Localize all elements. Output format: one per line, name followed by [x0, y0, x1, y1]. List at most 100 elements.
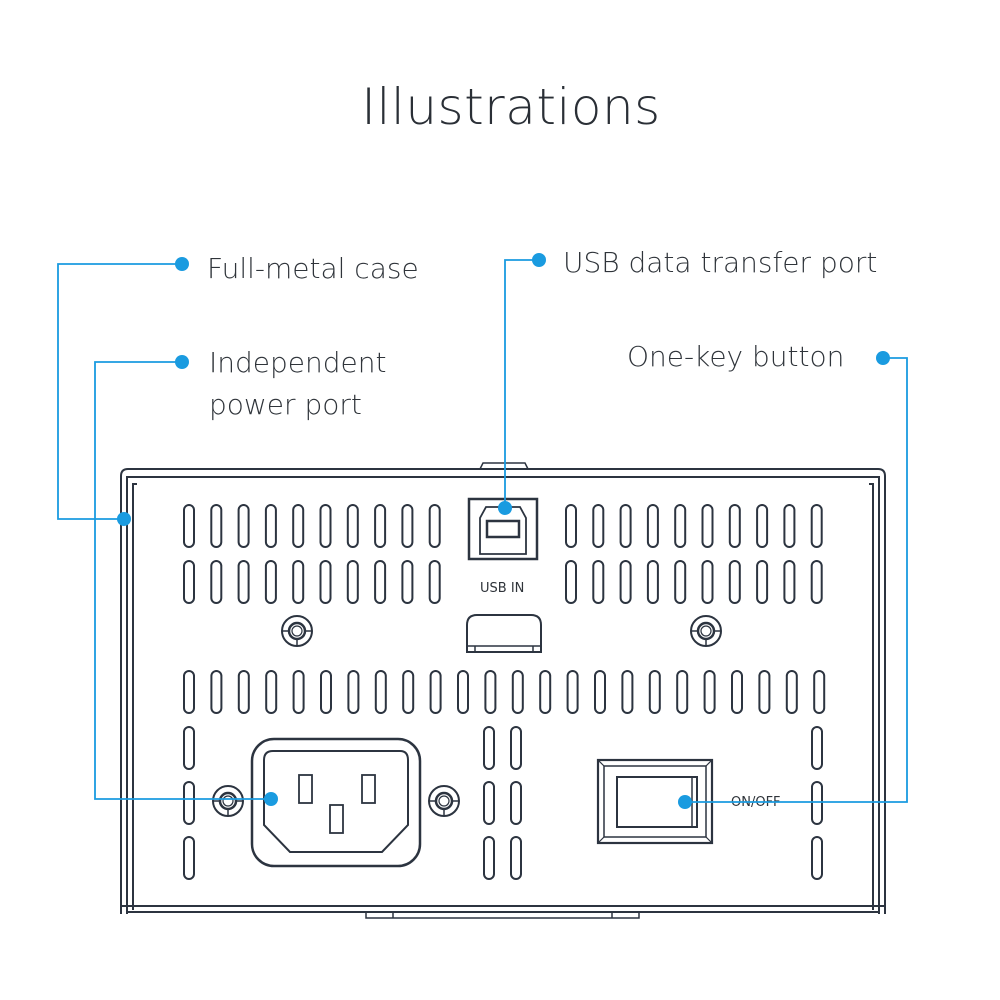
- callout-label-full-metal-case: Full-metal case: [207, 252, 419, 285]
- vent-slot: [374, 670, 387, 714]
- vent-slot: [728, 560, 741, 604]
- vent-slot: [210, 560, 223, 604]
- vent-slot: [674, 504, 687, 548]
- case-bottom-foot: [365, 912, 640, 919]
- case-outer-frame: [120, 468, 886, 914]
- vent-slot: [811, 726, 823, 770]
- vent-slot: [728, 504, 741, 548]
- screw-icon: [281, 615, 313, 647]
- vent-slot: [813, 670, 826, 714]
- callout-label-independent-power-port: Independent power port: [209, 342, 386, 426]
- vent-slot: [783, 560, 796, 604]
- vent-slot: [320, 670, 332, 714]
- vent-slot: [346, 560, 359, 604]
- vent-slot: [183, 504, 195, 548]
- case-top-clip: [479, 462, 529, 470]
- screw-icon: [428, 785, 460, 817]
- vent-slot: [237, 560, 250, 604]
- vent-slot: [292, 504, 305, 548]
- callout-label-line2: power port: [209, 388, 362, 421]
- vent-slot: [401, 504, 414, 548]
- screw-icon: [690, 615, 722, 647]
- usb-cover-tab: [466, 614, 542, 653]
- vent-slot: [183, 781, 195, 825]
- vent-slot: [347, 670, 360, 714]
- vent-slot: [539, 670, 552, 714]
- vent-slot: [401, 560, 414, 604]
- vent-slot: [783, 504, 796, 548]
- vent-slot: [594, 670, 606, 714]
- vent-slot: [810, 504, 823, 548]
- vent-slot: [731, 670, 743, 714]
- vent-slot: [292, 560, 305, 604]
- vent-slot: [646, 560, 659, 604]
- vent-slot: [565, 504, 577, 548]
- vent-slot: [483, 781, 495, 825]
- leader-line-independent-power-port: [94, 361, 271, 800]
- vent-slot: [566, 670, 579, 714]
- vent-slot: [183, 836, 195, 880]
- iec-power-inlet: [250, 737, 422, 868]
- vent-slot: [292, 670, 305, 714]
- vent-slot: [756, 560, 769, 604]
- vent-slot: [483, 836, 495, 880]
- vent-slot: [319, 560, 332, 604]
- case-inner-frame: [126, 476, 880, 914]
- vent-slot: [264, 504, 277, 548]
- callout-dot-independent-power-port: [175, 355, 189, 369]
- vent-slot: [703, 670, 716, 714]
- vent-slot: [565, 560, 577, 604]
- vent-slot: [510, 726, 522, 770]
- leader-line-usb-data-transfer-port: [504, 259, 539, 508]
- vent-slot: [210, 504, 223, 548]
- vent-slot: [621, 670, 634, 714]
- vent-slot: [701, 504, 714, 548]
- callout-dot-power-inlet-target: [264, 792, 278, 806]
- vent-slot: [785, 670, 798, 714]
- vent-slot: [265, 670, 278, 714]
- usb-b-port: [467, 497, 539, 561]
- vent-slot: [592, 560, 605, 604]
- vent-slot: [210, 670, 223, 714]
- vent-slot: [374, 504, 387, 548]
- vent-slot: [483, 726, 495, 770]
- case-inner-lip: [132, 483, 874, 910]
- callout-dot-usb-target: [498, 501, 512, 515]
- vent-slot: [374, 560, 387, 604]
- vent-slot: [319, 504, 332, 548]
- callout-dot-case-target: [117, 512, 131, 526]
- vent-slot: [183, 560, 195, 604]
- vent-slot: [183, 726, 195, 770]
- vent-slot: [484, 670, 497, 714]
- vent-slot: [183, 670, 195, 714]
- usb-in-label: USB IN: [480, 581, 524, 596]
- callout-label-one-key-button: One-key button: [627, 340, 845, 373]
- vent-slot: [237, 670, 250, 714]
- vent-slot: [428, 560, 441, 604]
- callout-dot-switch-target: [678, 795, 692, 809]
- vent-slot: [811, 781, 823, 825]
- vent-slot: [648, 670, 661, 714]
- vent-slot: [758, 670, 771, 714]
- vent-slot: [619, 504, 632, 548]
- callout-dot-full-metal-case: [175, 257, 189, 271]
- vent-slot: [646, 504, 659, 548]
- vent-slot: [810, 560, 823, 604]
- vent-slot: [511, 670, 524, 714]
- vent-slot: [674, 560, 687, 604]
- vent-slot: [756, 504, 769, 548]
- vent-slot: [346, 504, 359, 548]
- page-title: Illustrations: [361, 78, 661, 136]
- screw-icon: [212, 785, 244, 817]
- vent-slot: [619, 560, 632, 604]
- leader-line-one-key-button: [685, 357, 908, 803]
- vent-slot: [402, 670, 415, 714]
- callout-dot-one-key-button: [876, 351, 890, 365]
- callout-dot-usb-data-transfer-port: [532, 253, 546, 267]
- vent-slot: [510, 781, 522, 825]
- leader-line-full-metal-case: [57, 263, 182, 520]
- callout-label-line1: Independent: [209, 346, 387, 379]
- vent-slot: [237, 504, 250, 548]
- vent-slot: [592, 504, 605, 548]
